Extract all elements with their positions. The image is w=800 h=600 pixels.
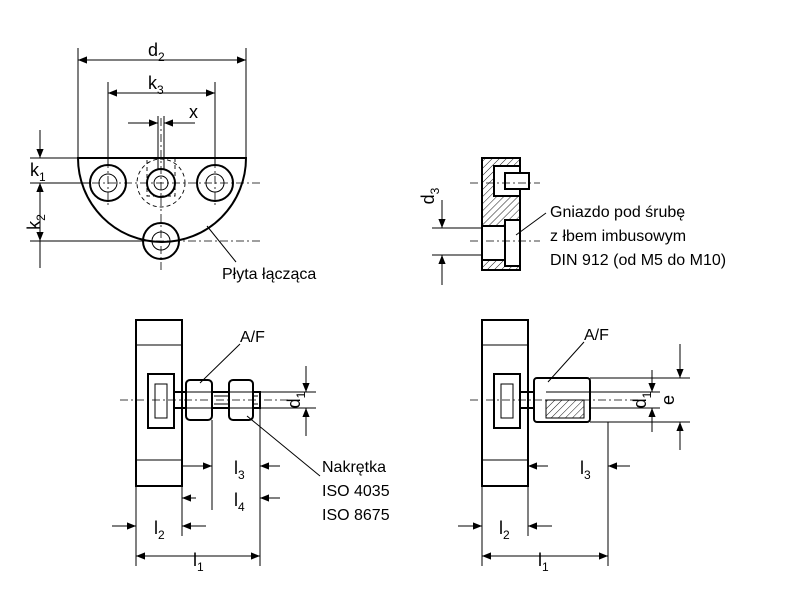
d3-label: d3 [418,187,442,204]
svg-text:ISO 8675: ISO 8675 [322,507,390,524]
plate-note: Płyta łącząca [222,266,316,283]
svg-text:z łbem imbusowym: z łbem imbusowym [550,228,686,245]
plate-outline [76,157,248,243]
plate-side [135,319,183,487]
e-label: e [658,395,678,405]
d1-label-right: d1 [630,391,654,408]
connecting-plate-view: d2 k3 x k1 k2 Płyta łącząca [24,40,316,283]
k2-label: k2 [24,214,48,230]
l3-label-right: l3 [580,458,591,482]
l2-label-left: l2 [154,518,165,542]
af-label-left: A/F [240,329,265,346]
svg-text:DIN 912 (od M5 do M10): DIN 912 (od M5 do M10) [550,252,726,269]
d1-label-left: d1 [284,391,308,408]
k3-label: k3 [148,73,164,97]
assembly-with-sleeve: A/F d1 e l3 l2 l1 [458,319,690,574]
svg-text:Gniazdo pod śrubę: Gniazdo pod śrubę [550,204,685,221]
svg-text:Nakrętka: Nakrętka [322,459,386,476]
socket-note: Gniazdo pod śrubę z łbem imbusowym DIN 9… [550,204,726,269]
l1-label-left: l1 [193,550,204,574]
l2-label-right: l2 [499,518,510,542]
plate-side-right [481,319,529,487]
section-view: d3 Gniazdo pod śrubę z łbem imbusowym DI… [418,157,726,285]
l1-label-right: l1 [538,550,549,574]
d2-label: d2 [148,40,165,64]
x-label: x [189,102,198,122]
l4-label: l4 [234,490,245,514]
nut-note: Nakrętka ISO 4035 ISO 8675 [322,459,390,524]
svg-text:ISO 4035: ISO 4035 [322,483,390,500]
af-label-right: A/F [584,327,609,344]
l3-label-left: l3 [234,458,245,482]
assembly-with-nut: A/F d1 Nakrętka ISO 4035 ISO 8675 l3 l4 [112,319,390,574]
k1-label: k1 [30,160,46,184]
